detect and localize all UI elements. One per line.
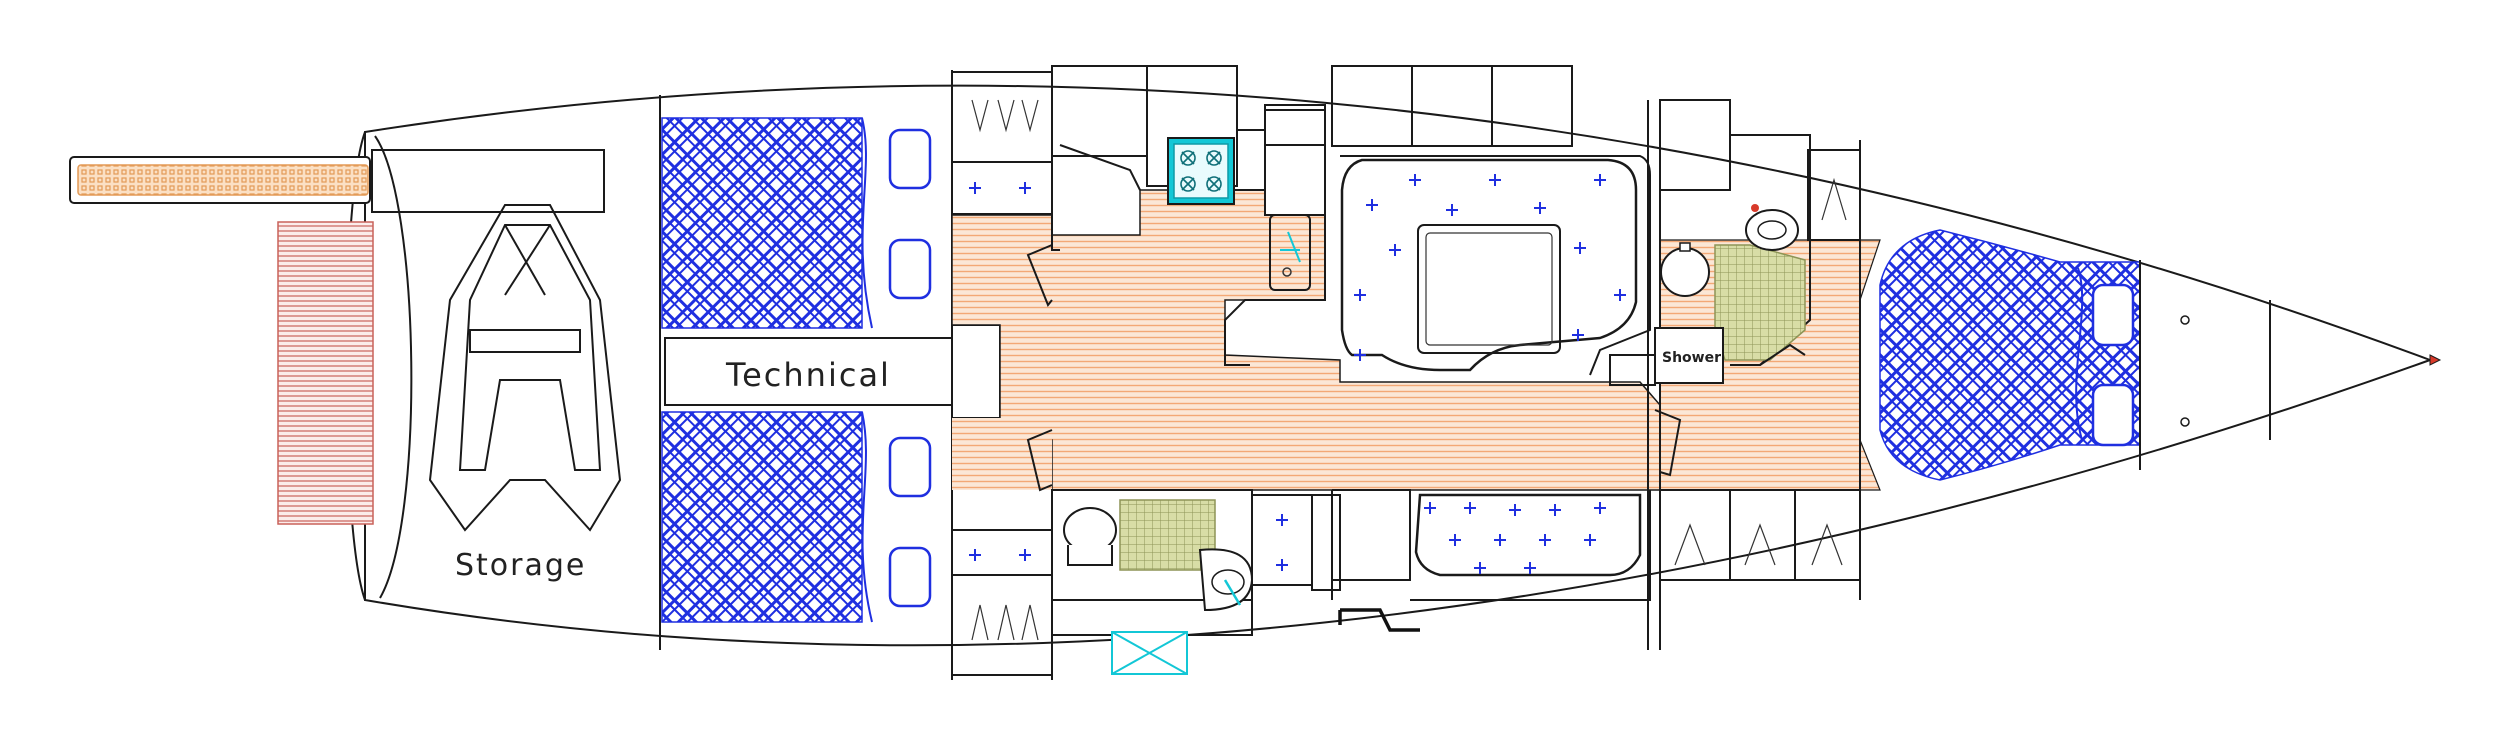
toilet-icon — [1063, 507, 1117, 566]
berth-edge — [861, 411, 873, 623]
stern-locker — [371, 149, 605, 213]
shower-label: Shower — [1662, 350, 1721, 366]
forward-lockers — [1659, 149, 1861, 581]
stern-curve — [374, 135, 413, 599]
saloon-dinette — [1331, 65, 1651, 376]
berth-edge — [861, 117, 873, 329]
aft-head — [1051, 489, 1341, 636]
sink-icon — [1745, 204, 1799, 251]
gangway — [69, 156, 371, 204]
storage-label: Storage — [455, 548, 586, 583]
aft-cabin-berth-port — [661, 117, 863, 329]
sink-icon — [1198, 548, 1254, 612]
bow-tip — [2429, 354, 2442, 366]
toilet-icon — [1660, 242, 1710, 297]
hull-outline — [364, 84, 2433, 647]
door-swing-icon — [1026, 244, 1806, 492]
inflatable-dinghy-icon — [428, 204, 622, 532]
aft-cabin-berth-starboard — [661, 411, 863, 623]
saloon-settee — [1331, 489, 1651, 632]
swim-platform — [277, 221, 374, 525]
deck-fitting — [2180, 417, 2190, 427]
berth-edge — [2075, 267, 2084, 441]
deck-fitting — [2180, 315, 2190, 325]
technical-label: Technical — [725, 356, 891, 394]
aft-cabin-floor — [952, 418, 1052, 490]
pillow — [2091, 283, 2135, 447]
hatch-icon — [1111, 631, 1188, 675]
pillow — [888, 128, 932, 608]
sink-icon — [1269, 214, 1311, 291]
forward-head — [1609, 99, 1811, 386]
stove-icon — [1167, 137, 1235, 205]
